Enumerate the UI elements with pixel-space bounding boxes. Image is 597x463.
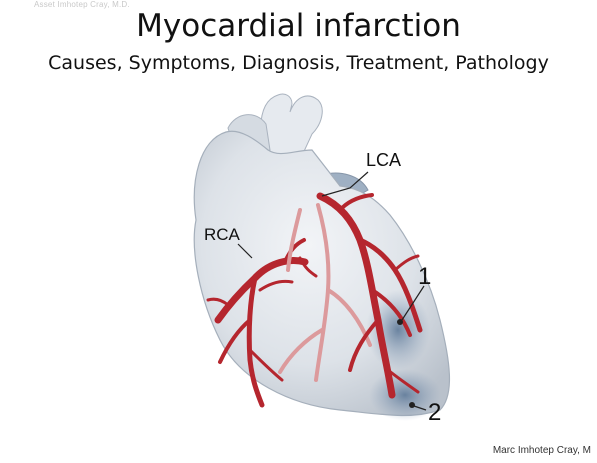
label-lca: LCA: [366, 150, 401, 170]
label-marker-1: 1: [418, 263, 431, 290]
occlusion-2: [409, 402, 415, 408]
author-credit: Marc Imhotep Cray, M: [493, 445, 591, 456]
label-marker-2: 2: [428, 399, 441, 426]
label-rca: RCA: [204, 225, 241, 244]
